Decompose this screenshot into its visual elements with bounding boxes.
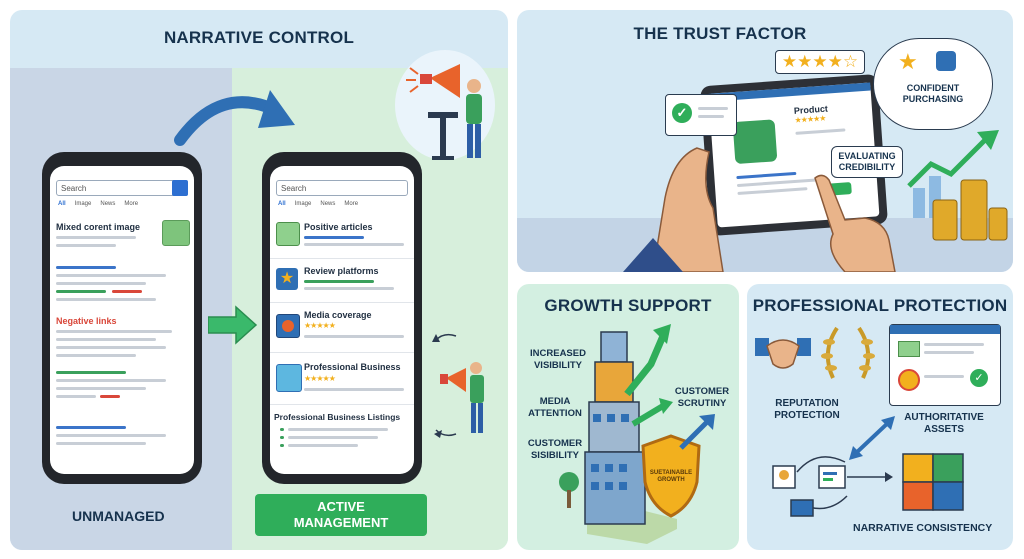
- panel-title: NARRATIVE CONTROL: [163, 28, 355, 47]
- star-icon: ★: [898, 49, 918, 74]
- search-tabs: All Image News More: [58, 201, 147, 207]
- list-item[interactable]: Media coverage ★★★★★: [270, 302, 414, 353]
- tab-all[interactable]: All: [278, 201, 286, 207]
- narrative-consistency-label: NARRATIVE CONSISTENCY: [853, 522, 993, 534]
- rating-stars: ★★★★★: [304, 321, 336, 330]
- rating-stars-box: ★★★★☆: [775, 50, 865, 74]
- reputation-protection-label: REPUTATION PROTECTION: [774, 398, 840, 421]
- confident-purchasing-cloud: ★ CONFIDENT PURCHASING: [873, 38, 993, 130]
- tab-more[interactable]: More: [344, 201, 359, 207]
- panel-title: PROFESSIONAL PROTECTION: [752, 296, 1008, 315]
- thumbs-up-icon: [936, 51, 956, 71]
- search-input[interactable]: Search: [276, 180, 408, 196]
- list-item-label: Professional Business: [304, 362, 401, 372]
- verified-card: ✓: [665, 94, 737, 136]
- growth-label-visibility: INCREASED VISIBILITY: [530, 348, 586, 371]
- professional-protection-panel: PROFESSIONAL PROTECTION ✓ REPUTATION PRO…: [747, 284, 1013, 550]
- image-icon: [898, 341, 920, 357]
- shield-label: SUETAINABLE GROWTH: [649, 470, 693, 483]
- growth-chart-icon: [907, 130, 1008, 241]
- growth-support-panel: GROWTH SUPPORT SUETAINABLE GROWTH INCREA…: [517, 284, 739, 550]
- browser-window: ✓: [889, 324, 1001, 406]
- right-arrow-icon: [208, 305, 258, 345]
- unmanaged-phone: Search All Image News More Mixed corent ima…: [42, 152, 202, 484]
- search-input[interactable]: Search: [56, 180, 188, 196]
- growth-label-media: MEDIA ATTENTION: [528, 396, 582, 419]
- tab-more[interactable]: More: [124, 201, 139, 207]
- narrative-control-panel: NARRATIVE CONTROL Search All Image News Mor…: [10, 10, 508, 550]
- panel-title: GROWTH SUPPORT: [544, 296, 712, 315]
- tab-image[interactable]: Image: [74, 201, 92, 207]
- list-item[interactable]: Positive articles: [270, 214, 414, 259]
- tab-image[interactable]: Image: [294, 201, 312, 207]
- video-play-icon: [276, 314, 300, 338]
- panel-title: THE TRUST FACTOR: [633, 24, 807, 43]
- rating-stars: ★★★★★: [304, 374, 336, 383]
- evaluating-credibility-badge: EVALUATING CREDIBILITY: [831, 146, 903, 178]
- image-thumbnail-icon: [162, 220, 190, 246]
- handshake-icon: [755, 338, 811, 369]
- arrow-icon: [679, 414, 715, 450]
- laurel-wreath-icon: [821, 326, 875, 379]
- active-management-label: ACTIVE MANAGEMENT: [255, 494, 427, 536]
- growth-label-scrutiny: CUSTOMER SCRUTINY: [674, 386, 730, 409]
- megaphone-person-icon: [432, 333, 484, 438]
- tree-icon: [559, 472, 579, 508]
- verified-badge-icon: ✓: [970, 369, 988, 387]
- double-arrow-icon: [849, 416, 895, 460]
- image-icon: [276, 222, 300, 246]
- cycle-icons: [772, 456, 893, 517]
- shield-icon: [641, 434, 701, 518]
- megaphone-speaker-icon: [406, 64, 482, 160]
- list-item-label: Professional Business Listings: [274, 412, 401, 422]
- list-item-label: Media coverage: [304, 310, 372, 320]
- award-ribbon-icon: [898, 369, 920, 391]
- list-item-label: Review platforms: [304, 266, 379, 276]
- tab-all[interactable]: All: [58, 201, 66, 207]
- unmanaged-label: UNMANAGED: [72, 508, 165, 524]
- confident-purchasing-label: CONFIDENT PURCHASING: [902, 83, 964, 104]
- rating-stars: ★★★★★: [794, 113, 826, 125]
- pointing-hand-icon: [814, 174, 896, 272]
- negative-links-title: Negative links: [56, 316, 117, 326]
- trust-factor-panel: THE TRUST FACTOR ★★★★☆ Product ★★★★★ ✓ E…: [517, 10, 1013, 272]
- building-icon: [276, 364, 302, 392]
- managed-phone: Search All Image News More Positive article…: [262, 152, 422, 484]
- phone-screen: Search All Image News More Mixed corent ima…: [50, 166, 194, 474]
- puzzle-icon: [902, 453, 964, 511]
- sweater-icon: [732, 119, 778, 165]
- list-item-label: Positive articles: [304, 222, 373, 232]
- result-title: Mixed corent image: [56, 222, 141, 232]
- list-item[interactable]: ★ Review platforms: [270, 258, 414, 303]
- phone-screen: Search All Image News More Positive article…: [270, 166, 414, 474]
- authoritative-assets-label: AUTHORITATIVE ASSETS: [904, 412, 984, 435]
- building-icon: [584, 324, 677, 544]
- list-item[interactable]: Professional Business ★★★★★: [270, 352, 414, 405]
- growth-label-sisibility: CUSTOMER SISIBILITY: [527, 438, 583, 461]
- search-button[interactable]: [172, 180, 188, 196]
- checkmark-icon: ✓: [672, 103, 692, 123]
- tab-news[interactable]: News: [320, 201, 336, 207]
- search-tabs: All Image News More: [278, 201, 367, 207]
- star-icon: ★: [276, 268, 298, 290]
- curved-arrow-icon: [174, 90, 295, 146]
- holding-hand-icon: [623, 147, 724, 272]
- tab-news[interactable]: News: [100, 201, 116, 207]
